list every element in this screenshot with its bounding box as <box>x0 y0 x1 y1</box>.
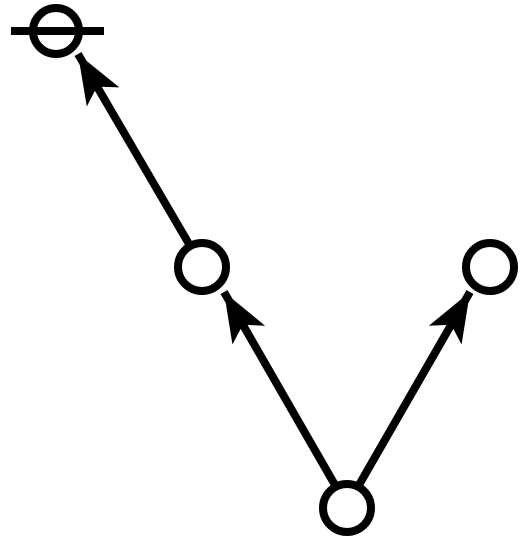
nodes <box>11 4 518 536</box>
edge-left-middle-to-top-left <box>74 51 193 247</box>
edge-root-to-left-middle <box>220 290 339 487</box>
right-leaf-node <box>462 239 518 295</box>
edges <box>74 51 474 487</box>
root-node <box>319 480 375 536</box>
left-middle-node <box>174 239 230 295</box>
edge-root-to-right-leaf <box>355 290 474 487</box>
